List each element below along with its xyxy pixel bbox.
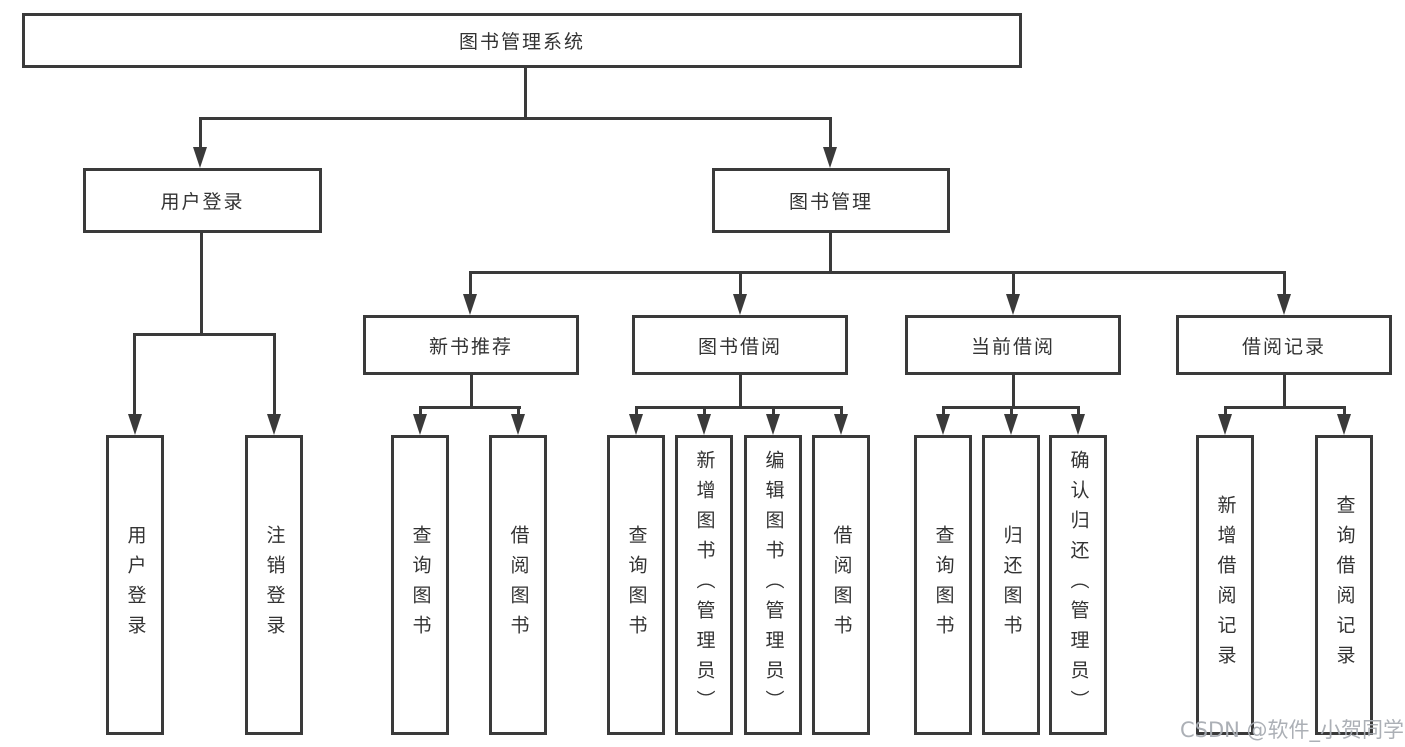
arrow-to-leaf-query-books-3	[936, 414, 950, 435]
arrow-to-leaf-add-books	[697, 414, 711, 435]
connector-borrowing-records-stem	[1283, 373, 1286, 409]
connector-root-stem	[524, 66, 527, 119]
connector-drop-leaf-user-login	[133, 333, 136, 414]
node-current-borrowing: 当前借阅	[905, 315, 1121, 375]
arrow-to-leaf-return-books	[1004, 414, 1018, 435]
connector-drop-borrowing-records	[1283, 271, 1286, 295]
leaf-query-books-2: 查询图书	[607, 435, 665, 735]
arrow-to-current-borrowing	[1006, 294, 1020, 315]
connector-drop-leaf-logout	[273, 333, 276, 414]
connector-new-book-stem	[470, 373, 473, 409]
leaf-add-books-admin: 新增图书（管理员）	[675, 435, 733, 735]
arrow-to-leaf-query-borrow-record	[1337, 414, 1351, 435]
leaf-logout: 注销登录	[245, 435, 303, 735]
connector-drop	[517, 406, 520, 416]
leaf-confirm-return-admin: 确认归还（管理员）	[1049, 435, 1107, 735]
arrow-to-user-login	[193, 147, 207, 168]
arrow-to-leaf-query-books-1	[413, 414, 427, 435]
leaf-label: 编辑图书（管理员）	[762, 450, 785, 720]
node-label: 图书管理系统	[458, 31, 585, 53]
node-label: 当前借阅	[970, 335, 1055, 358]
connector-drop-book-borrowing	[739, 271, 742, 295]
connector-drop	[419, 406, 422, 416]
connector-book-management-splitter	[469, 271, 1285, 274]
leaf-label: 新增借阅记录	[1214, 495, 1237, 675]
connector-user-login-stem	[200, 231, 203, 336]
leaf-label: 查询图书	[625, 525, 648, 645]
connector-drop	[703, 406, 706, 416]
connector-drop-book-management	[829, 117, 832, 148]
arrow-to-leaf-query-books-2	[629, 414, 643, 435]
leaf-label: 借阅图书	[830, 525, 853, 645]
arrow-to-book-borrowing	[733, 294, 747, 315]
leaf-label: 确认归还（管理员）	[1067, 450, 1090, 720]
connector-new-book-splitter	[419, 406, 521, 409]
arrow-to-leaf-logout	[267, 414, 281, 435]
connector-book-borrowing-stem	[739, 373, 742, 409]
leaf-label: 归还图书	[1000, 525, 1023, 645]
connector-drop	[1010, 406, 1013, 416]
connector-drop-user-login	[199, 117, 202, 148]
csdn-watermark: CSDN @软件_小贺同学	[1180, 718, 1405, 742]
node-label: 图书借阅	[697, 335, 782, 358]
leaf-return-books: 归还图书	[982, 435, 1040, 735]
arrow-to-new-book	[463, 294, 477, 315]
node-label: 新书推荐	[428, 335, 513, 358]
connector-drop-current-borrowing	[1012, 271, 1015, 295]
node-library-management-system: 图书管理系统	[22, 13, 1022, 68]
node-book-borrowing: 图书借阅	[632, 315, 848, 375]
leaf-add-borrow-record: 新增借阅记录	[1196, 435, 1254, 735]
leaf-borrow-books-2: 借阅图书	[812, 435, 870, 735]
connector-drop	[840, 406, 843, 416]
connector-drop	[1077, 406, 1080, 416]
leaf-label: 查询图书	[409, 525, 432, 645]
connector-drop	[1343, 406, 1346, 416]
connector-drop	[1224, 406, 1227, 416]
connector-book-borrowing-splitter	[635, 406, 843, 409]
connector-drop	[635, 406, 638, 416]
leaf-label: 借阅图书	[507, 525, 530, 645]
connector-current-borrowing-stem	[1012, 373, 1015, 409]
node-new-book-recommendation: 新书推荐	[363, 315, 579, 375]
leaf-label: 新增图书（管理员）	[693, 450, 716, 720]
arrow-to-leaf-user-login	[128, 414, 142, 435]
arrow-to-book-management	[823, 147, 837, 168]
arrow-to-leaf-edit-books	[766, 414, 780, 435]
arrow-to-leaf-add-borrow-record	[1218, 414, 1232, 435]
leaf-label: 查询图书	[932, 525, 955, 645]
node-label: 借阅记录	[1241, 335, 1326, 358]
connector-user-login-splitter	[133, 333, 276, 336]
leaf-query-books-3: 查询图书	[914, 435, 972, 735]
leaf-label: 注销登录	[263, 525, 286, 645]
arrow-to-leaf-confirm-return	[1071, 414, 1085, 435]
leaf-user-login: 用户登录	[106, 435, 164, 735]
connector-drop	[772, 406, 775, 416]
connector-root-splitter	[199, 117, 832, 120]
leaf-edit-books-admin: 编辑图书（管理员）	[744, 435, 802, 735]
leaf-label: 用户登录	[124, 525, 147, 645]
leaf-label: 查询借阅记录	[1333, 495, 1356, 675]
leaf-query-books-1: 查询图书	[391, 435, 449, 735]
arrow-to-leaf-borrow-books-2	[834, 414, 848, 435]
arrow-to-borrowing-records	[1277, 294, 1291, 315]
node-book-management: 图书管理	[712, 168, 950, 233]
connector-drop	[942, 406, 945, 416]
node-label: 图书管理	[788, 191, 873, 213]
connector-borrowing-records-splitter	[1224, 406, 1346, 409]
leaf-query-borrow-record: 查询借阅记录	[1315, 435, 1373, 735]
node-user-login: 用户登录	[83, 168, 322, 233]
connector-drop-new-book	[469, 271, 472, 295]
leaf-borrow-books-1: 借阅图书	[489, 435, 547, 735]
node-borrowing-records: 借阅记录	[1176, 315, 1392, 375]
connector-book-management-stem	[829, 231, 832, 273]
node-label: 用户登录	[160, 191, 245, 213]
arrow-to-leaf-borrow-books-1	[511, 414, 525, 435]
